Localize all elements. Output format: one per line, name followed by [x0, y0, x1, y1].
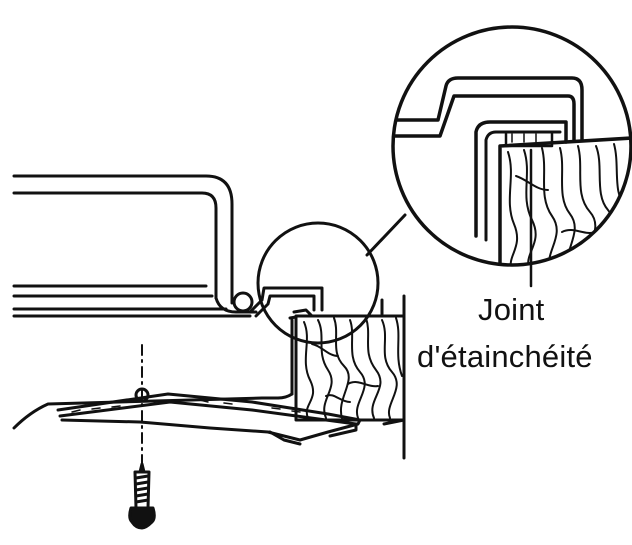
seal-label-line-2: d'étainchéité [417, 339, 593, 374]
seal-label-line-1: Joint [478, 292, 545, 327]
frame-structure [12, 174, 324, 318]
zoom-detail [391, 25, 632, 288]
mounting-clip [12, 387, 362, 446]
countertop-board [294, 314, 406, 422]
cabinet-side [380, 294, 406, 460]
detail-marker [256, 213, 407, 345]
screw [128, 462, 156, 530]
